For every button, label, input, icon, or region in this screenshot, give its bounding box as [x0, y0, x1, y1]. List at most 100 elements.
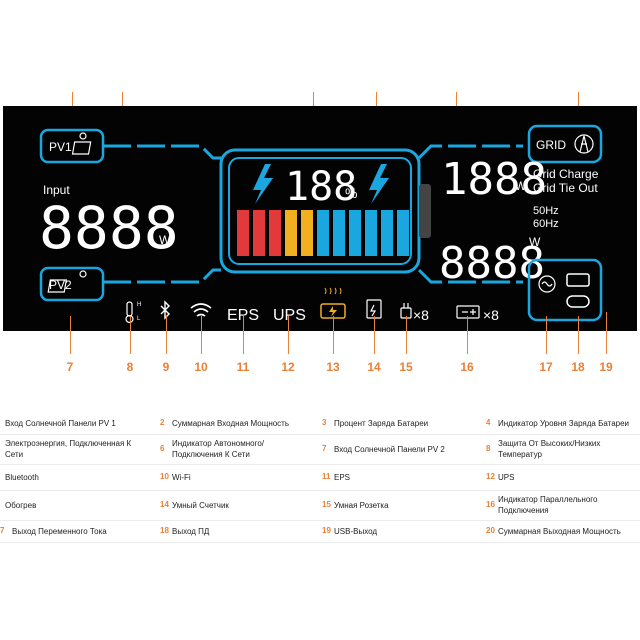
battery-level-bar [301, 210, 313, 256]
callout-tick [546, 316, 547, 354]
output-bottom-unit: W [529, 235, 541, 249]
legend-text: Выход ПД [172, 526, 210, 536]
battery-level-bar [365, 210, 377, 256]
callout-number: 10 [194, 360, 208, 374]
legend-number: 20 [486, 526, 495, 535]
battery-level-bar [317, 210, 329, 256]
callout-number: 11 [236, 360, 250, 374]
callout-number: 12 [281, 360, 295, 374]
legend-number: 7 [322, 444, 327, 453]
legend-text: Обогрев [5, 500, 37, 510]
input-unit: W [159, 233, 171, 247]
battery-bars [237, 210, 409, 256]
eps-label: EPS [227, 307, 259, 324]
pv1-box [39, 128, 105, 164]
callout-tick [70, 316, 71, 354]
legend-text: Wi-Fi [172, 472, 191, 482]
battery-level-bar [381, 210, 393, 256]
callout-number: 19 [599, 360, 613, 374]
callout-tick [288, 316, 289, 354]
input-label: Input [43, 183, 70, 197]
pv1-label: PV1 [49, 140, 72, 154]
legend-text: Bluetooth [5, 472, 39, 482]
legend-text: Умная Розетка [334, 500, 389, 510]
callout-number: 8 [126, 360, 134, 374]
legend-text: Суммарная Выходная Мощность [498, 526, 621, 536]
callout-tick [374, 316, 375, 354]
legend-number: 11 [322, 472, 331, 481]
legend-number: 18 [160, 526, 169, 535]
callout-tick [130, 316, 131, 354]
callout-tick [606, 312, 607, 354]
callout-number: 9 [162, 360, 170, 374]
battery-level-bar [237, 210, 249, 256]
legend-number: 8 [486, 444, 491, 453]
legend-number: 3 [322, 418, 327, 427]
legend-number: 15 [322, 500, 331, 509]
bluetooth-icon [160, 300, 170, 320]
temp-high-label: H [137, 302, 141, 308]
legend-text: Индикатор Уровня Заряда Батареи [498, 418, 630, 428]
legend-text: Вход Солнечной Панели PV 1 [5, 418, 116, 428]
grid-label: GRID [536, 138, 566, 152]
pv2-box [39, 266, 105, 302]
ac-output-icon [538, 275, 556, 293]
battery-level-bar [285, 210, 297, 256]
output-bottom-digits: 8888 [439, 238, 545, 289]
battery-level-bar [253, 210, 265, 256]
parallel-count: ×8 [483, 307, 499, 323]
pd-output-icon [566, 295, 590, 308]
battery-level-bar [269, 210, 281, 256]
legend-text: Защита От Высоких/Низких Температур [498, 439, 601, 459]
legend-number: 2 [160, 418, 165, 427]
callout-tick [166, 316, 167, 354]
battery-level-bar [333, 210, 345, 256]
thermometer-icon [125, 301, 134, 324]
legend-number: 7 [0, 526, 5, 535]
callout-number: 7 [66, 360, 74, 374]
lcd-graphic: 188 % PV1 PV2 Input 8888 W GRID 1888 W G… [39, 124, 603, 324]
parallel-connection-icon [456, 305, 480, 319]
battery-inner-frame [228, 157, 412, 265]
legend-text: Индикатор Автономного/Подключения К Сети [172, 439, 265, 459]
legend-number: 19 [322, 526, 331, 535]
callout-tick [201, 316, 202, 354]
legend-number: 16 [486, 500, 495, 509]
callout-number: 18 [571, 360, 585, 374]
heating-icon [320, 287, 346, 319]
callout-tick [406, 316, 407, 354]
callout-tick [578, 316, 579, 354]
output-top-unit: W [515, 179, 527, 193]
grid-box [527, 124, 603, 164]
legend-text: UPS [498, 472, 515, 482]
callout-tick [333, 316, 334, 354]
legend-text: Процент Заряда Батареи [334, 418, 429, 428]
callout-number: 13 [326, 360, 340, 374]
battery-level-bar [397, 210, 409, 256]
legend-text: Умный Счетчик [172, 500, 229, 510]
legend-text: Электроэнергия, Подключенная К Сети [5, 439, 132, 459]
callout-number: 14 [367, 360, 381, 374]
temp-low-label: L [137, 316, 141, 322]
legend-text: Вход Солнечной Панели PV 2 [334, 444, 445, 454]
ups-label: UPS [273, 307, 306, 324]
percent-sign: % [345, 185, 357, 201]
charge-bolt-icon [253, 164, 273, 204]
legend-text: Выход Переменного Тока [12, 526, 107, 536]
lcd-display-panel: 188 % PV1 PV2 Input 8888 W GRID 1888 W G… [3, 106, 637, 331]
legend-number: 4 [486, 418, 491, 427]
callout-tick [467, 316, 468, 354]
socket-count: ×8 [413, 307, 429, 323]
grid-charge-text: Grid Charge [533, 167, 599, 181]
legend-text: Индикатор Параллельного Подключения [498, 495, 598, 515]
solar-panel-icon [47, 270, 87, 293]
callout-number: 16 [460, 360, 474, 374]
legend-text: Суммарная Входная Мощность [172, 418, 290, 428]
callout-number: 15 [399, 360, 413, 374]
legend-number: 10 [160, 472, 169, 481]
callout-tick [243, 316, 244, 354]
